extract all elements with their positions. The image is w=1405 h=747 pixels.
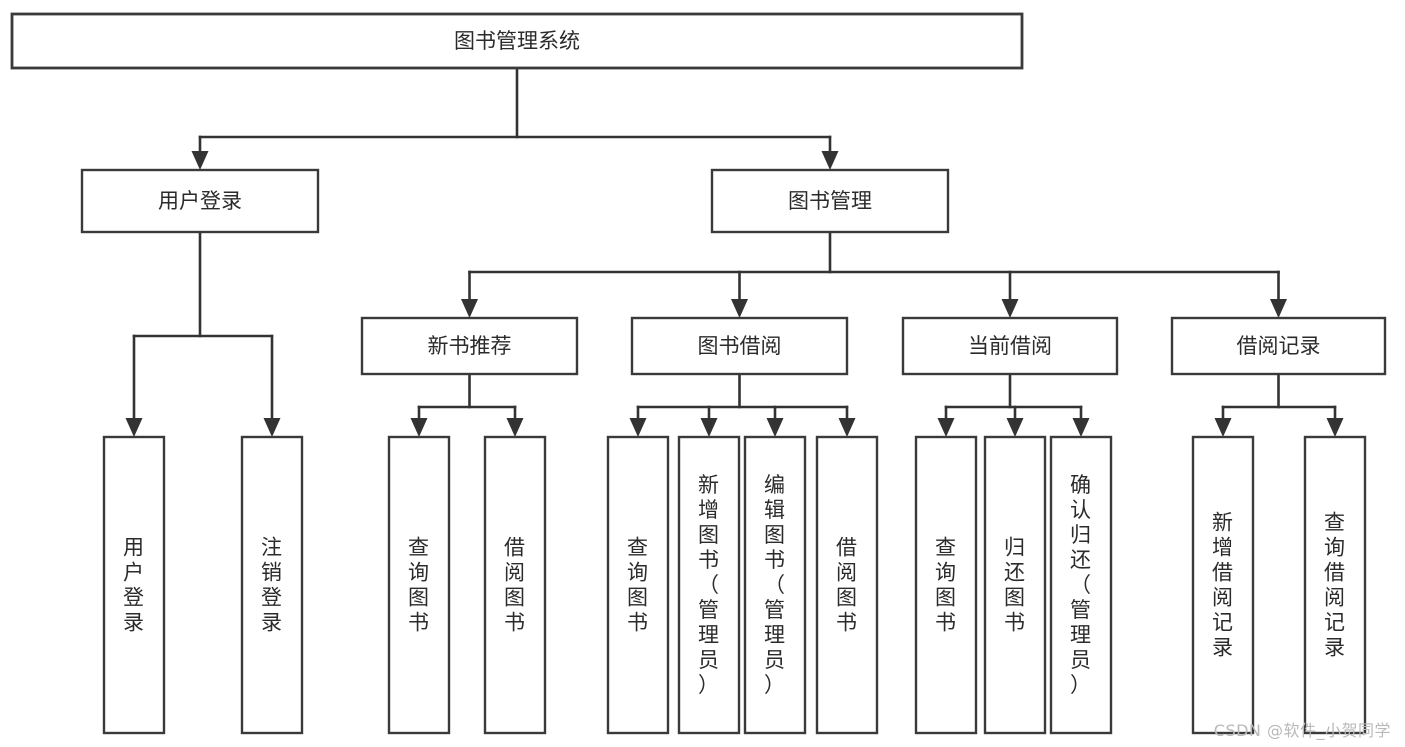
arrow-head — [1270, 299, 1287, 318]
arrow-head — [1214, 418, 1232, 437]
arrow-head — [766, 418, 784, 437]
node-label-leaf-query-books-current: 查询图书 — [935, 536, 957, 635]
node-label-leaf-query-books-rec: 查询图书 — [408, 536, 430, 635]
edge-group-root — [191, 66, 839, 170]
node-label-book-management: 图书管理 — [788, 189, 872, 213]
arrow-head — [191, 151, 209, 170]
node-label-leaf-return-books: 归还图书 — [1004, 536, 1026, 635]
arrow-head — [821, 151, 839, 170]
node-label-leaf-add-borrow-record: 新增借阅记录 — [1212, 511, 1234, 660]
node-label-book-borrow: 图书借阅 — [698, 334, 782, 358]
edge-group-borrow-records — [1214, 372, 1344, 437]
node-box-leaf-query-books-current[interactable] — [914, 435, 978, 735]
node-box-leaf-return-books[interactable] — [983, 435, 1047, 735]
arrow-head — [731, 299, 748, 318]
connector-layer — [125, 66, 1344, 437]
node-leaf-add-borrow-record[interactable]: 新增借阅记录 — [1191, 435, 1255, 735]
node-box-leaf-logout[interactable] — [240, 435, 304, 735]
arrow-head — [1006, 418, 1024, 437]
node-book-borrow[interactable]: 图书借阅 — [630, 316, 849, 376]
arrow-head — [125, 418, 143, 437]
node-label-leaf-user-login: 用户登录 — [123, 536, 145, 635]
node-label-user-login: 用户登录 — [158, 189, 242, 213]
node-leaf-logout[interactable]: 注销登录 — [240, 435, 304, 735]
node-box-leaf-add-book-admin[interactable] — [677, 435, 741, 735]
node-leaf-query-borrow-record[interactable]: 查询借阅记录 — [1303, 435, 1367, 735]
node-box-leaf-query-borrow-record[interactable] — [1303, 435, 1367, 735]
node-leaf-edit-book-admin[interactable]: 编辑图书（管理员） — [743, 435, 807, 735]
node-box-borrow-records[interactable] — [1170, 316, 1387, 376]
arrow-head — [1326, 418, 1344, 437]
node-label-leaf-query-borrow-record: 查询借阅记录 — [1324, 511, 1346, 660]
node-label-leaf-edit-book-admin: 编辑图书（管理员） — [764, 473, 786, 697]
node-label-leaf-logout: 注销登录 — [261, 536, 283, 635]
edge-group-new-book-recommend — [410, 372, 524, 437]
edge-group-current-borrow — [937, 372, 1090, 437]
node-box-leaf-query-books-borrow[interactable] — [606, 435, 670, 735]
node-box-leaf-add-borrow-record[interactable] — [1191, 435, 1255, 735]
node-user-login[interactable]: 用户登录 — [80, 168, 320, 234]
arrow-head — [629, 418, 647, 437]
node-label-leaf-borrow-books: 借阅图书 — [836, 536, 858, 635]
arrow-head — [263, 418, 281, 437]
node-leaf-borrow-books-rec[interactable]: 借阅图书 — [483, 435, 547, 735]
node-layer: 图书管理系统用户登录图书管理新书推荐图书借阅当前借阅借阅记录用户登录注销登录查询… — [10, 12, 1387, 735]
edge-group-user-login — [125, 230, 281, 437]
node-box-leaf-confirm-return-admin[interactable] — [1049, 435, 1113, 735]
node-label-leaf-borrow-books-rec: 借阅图书 — [504, 536, 526, 635]
node-label-root: 图书管理系统 — [454, 29, 580, 53]
node-label-leaf-confirm-return-admin: 确认归还（管理员） — [1070, 473, 1092, 697]
node-box-book-borrow[interactable] — [630, 316, 849, 376]
node-label-leaf-query-books-borrow: 查询图书 — [627, 536, 649, 635]
node-current-borrow[interactable]: 当前借阅 — [901, 316, 1119, 376]
node-leaf-query-books-rec[interactable]: 查询图书 — [387, 435, 451, 735]
node-leaf-user-login[interactable]: 用户登录 — [102, 435, 166, 735]
node-box-leaf-query-books-rec[interactable] — [387, 435, 451, 735]
arrow-head — [410, 418, 428, 437]
arrow-head — [506, 418, 524, 437]
edge-group-book-management — [461, 230, 1287, 318]
node-label-borrow-records: 借阅记录 — [1237, 334, 1321, 358]
arrow-head — [461, 299, 478, 318]
node-box-leaf-borrow-books-rec[interactable] — [483, 435, 547, 735]
node-new-book-recommend[interactable]: 新书推荐 — [360, 316, 579, 376]
node-leaf-borrow-books[interactable]: 借阅图书 — [815, 435, 879, 735]
node-leaf-return-books[interactable]: 归还图书 — [983, 435, 1047, 735]
node-label-new-book-recommend: 新书推荐 — [428, 334, 512, 358]
node-book-management[interactable]: 图书管理 — [710, 168, 950, 234]
arrow-head — [1001, 299, 1019, 318]
node-box-leaf-borrow-books[interactable] — [815, 435, 879, 735]
edge-group-book-borrow — [629, 372, 856, 437]
node-box-leaf-user-login[interactable] — [102, 435, 166, 735]
arrow-head — [700, 418, 718, 437]
node-label-leaf-add-book-admin: 新增图书（管理员） — [698, 473, 720, 697]
node-box-current-borrow[interactable] — [901, 316, 1119, 376]
node-box-user-login[interactable] — [80, 168, 320, 234]
node-leaf-confirm-return-admin[interactable]: 确认归还（管理员） — [1049, 435, 1113, 735]
node-borrow-records[interactable]: 借阅记录 — [1170, 316, 1387, 376]
node-leaf-query-books-borrow[interactable]: 查询图书 — [606, 435, 670, 735]
node-leaf-add-book-admin[interactable]: 新增图书（管理员） — [677, 435, 741, 735]
node-box-new-book-recommend[interactable] — [360, 316, 579, 376]
node-box-root[interactable] — [10, 12, 1024, 70]
arrow-head — [937, 418, 955, 437]
arrow-head — [1072, 418, 1090, 437]
node-box-book-management[interactable] — [710, 168, 950, 234]
node-label-current-borrow: 当前借阅 — [968, 334, 1052, 358]
node-leaf-query-books-current[interactable]: 查询图书 — [914, 435, 978, 735]
node-box-leaf-edit-book-admin[interactable] — [743, 435, 807, 735]
arrow-head — [838, 418, 856, 437]
node-root[interactable]: 图书管理系统 — [10, 12, 1024, 70]
